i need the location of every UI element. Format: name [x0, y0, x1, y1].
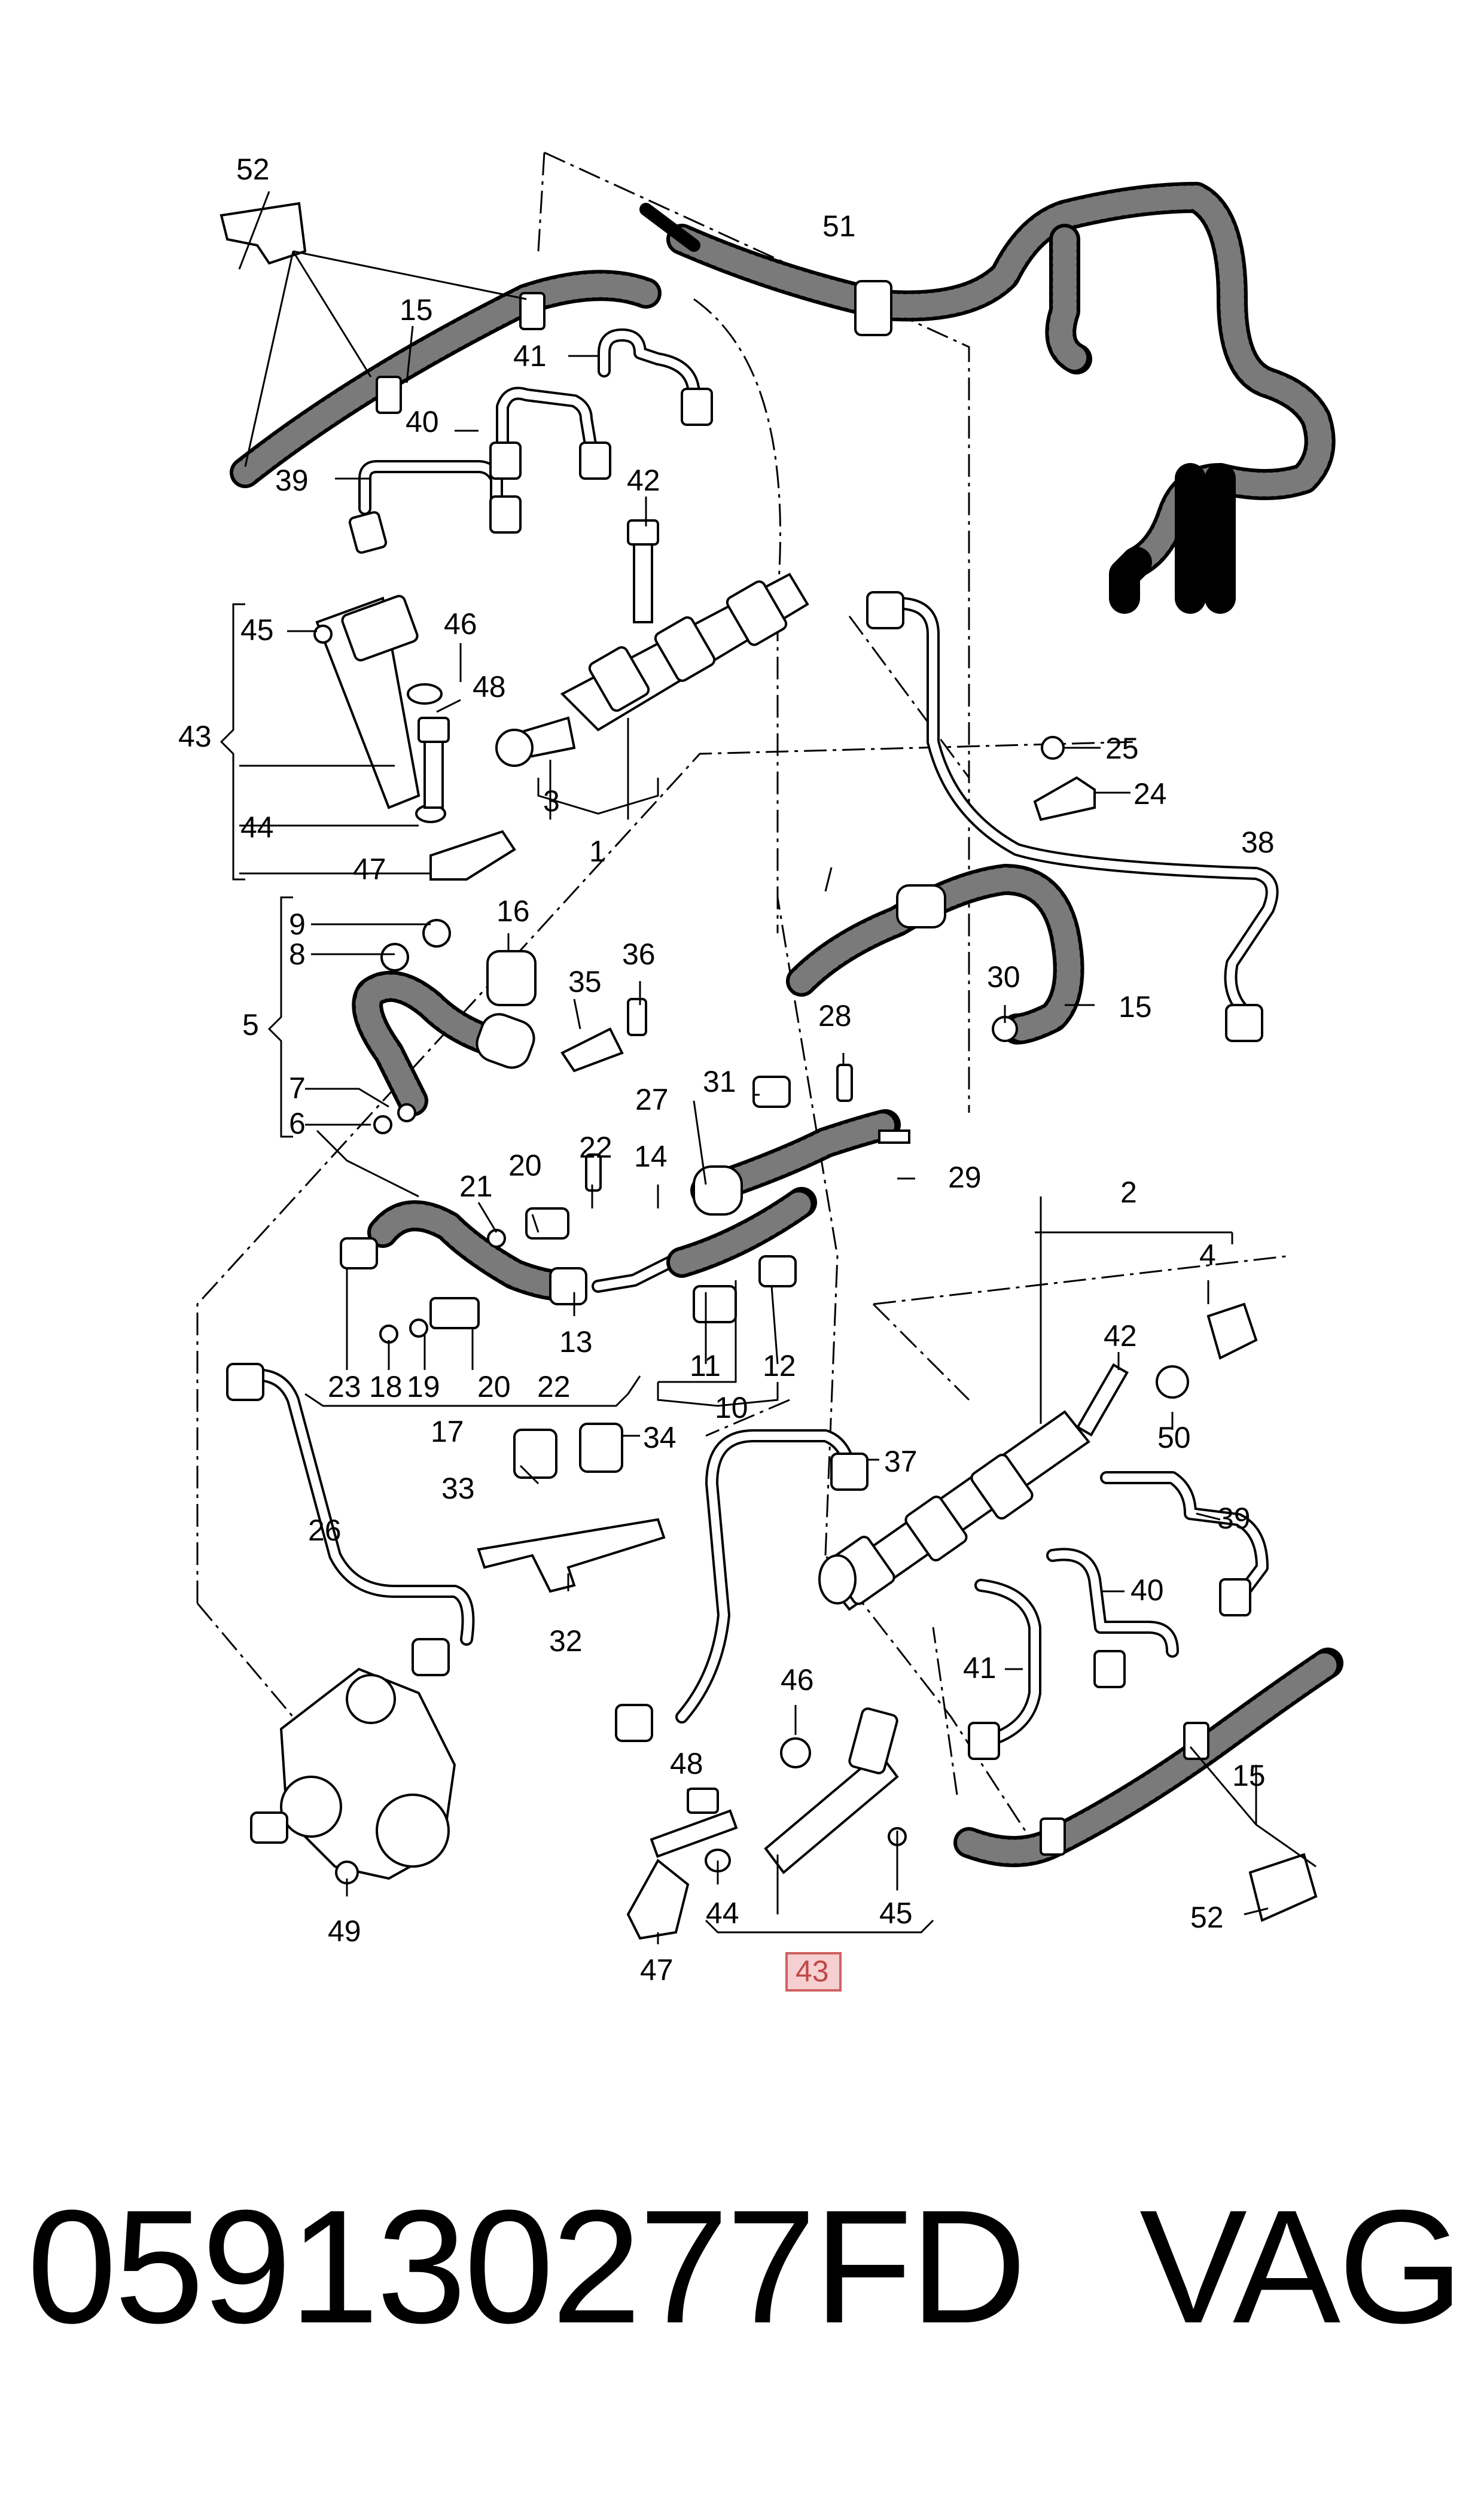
callout-28: 28: [818, 999, 852, 1033]
callout-21: 21: [459, 1170, 493, 1203]
callout-50: 50: [1157, 1421, 1191, 1454]
callout-33: 33: [441, 1472, 475, 1505]
highlighted-callout-box: [785, 1952, 842, 1992]
callout-37: 37: [884, 1445, 918, 1478]
callout-15-top: 15: [400, 293, 433, 327]
callout-49: 49: [328, 1914, 361, 1948]
leakoff-hose-15-top: [230, 270, 662, 488]
brand-text: VAG: [1139, 2177, 1464, 2357]
hose-assembly-10: [666, 1064, 910, 1323]
callout-29: 29: [948, 1161, 982, 1194]
callout-44-top: 44: [240, 811, 274, 844]
callout-9: 9: [289, 908, 306, 941]
callout-31: 31: [703, 1065, 736, 1098]
callout-48-bottom: 48: [670, 1747, 703, 1780]
callout-39-top: 39: [275, 464, 309, 497]
callout-24: 24: [1133, 777, 1167, 811]
callout-22-top: 22: [579, 1131, 613, 1164]
injector-43-top: [313, 595, 516, 881]
callout-46-bottom: 46: [781, 1663, 814, 1697]
bracket-32: [477, 1423, 666, 1593]
callout-44-bottom: 44: [706, 1896, 739, 1930]
callout-48-top: 48: [473, 670, 506, 704]
fuel-rail-2: [818, 1302, 1258, 1611]
hose-assembly-5: [352, 919, 647, 1134]
callout-47-bottom: 47: [640, 1953, 674, 1987]
callout-40-top: 40: [406, 405, 439, 439]
callout-23: 23: [328, 1370, 361, 1403]
callout-38: 38: [1241, 826, 1275, 859]
high-pressure-pump-49: [250, 1667, 456, 1884]
callout-10: 10: [715, 1391, 748, 1424]
callout-51: 51: [822, 209, 856, 243]
callout-45-top: 45: [240, 613, 274, 647]
callout-36: 36: [622, 937, 656, 971]
parts-diagram: 52 15 51 41 40 39 42 45 46 48 43 3 1 44 …: [178, 151, 1343, 1992]
callout-4: 4: [1199, 1238, 1216, 1272]
bolt-42-top: [627, 519, 659, 623]
callout-18: 18: [369, 1370, 403, 1403]
callout-5: 5: [242, 1008, 259, 1042]
callout-34: 34: [643, 1421, 677, 1454]
leakoff-hose-15-mid: [786, 864, 1084, 1045]
leader-lines: [220, 191, 1317, 1944]
leakoff-hose-15-bottom: [953, 1648, 1343, 1922]
callout-43-highlighted: 43: [796, 1954, 829, 1988]
callout-32: 32: [549, 1624, 583, 1658]
callout-43-top: 43: [178, 720, 212, 753]
callout-42-top: 42: [627, 464, 660, 497]
callout-16: 16: [496, 894, 530, 928]
callout-39-bottom: 39: [1217, 1502, 1251, 1535]
coolant-hose-51: [639, 182, 1336, 614]
callout-20-top: 20: [508, 1149, 542, 1182]
callout-22-bottom: 22: [537, 1370, 571, 1403]
pressure-pipes-top: [348, 328, 713, 554]
hose-assembly-17: [340, 1153, 700, 1344]
pressure-pipes-bottom: [968, 1471, 1269, 1760]
callout-25: 25: [1105, 732, 1139, 765]
callout-14: 14: [634, 1140, 668, 1173]
callout-13: 13: [559, 1325, 593, 1359]
callout-26: 26: [308, 1514, 342, 1547]
callout-15-bottom: 15: [1232, 1759, 1266, 1792]
callout-27: 27: [635, 1083, 669, 1116]
callout-35: 35: [568, 965, 602, 998]
callout-7: 7: [289, 1071, 306, 1105]
pipe-37: [615, 1429, 869, 1742]
part-number-text: 059130277FD: [27, 2177, 1026, 2357]
callout-30: 30: [987, 960, 1020, 994]
pipe-26: [226, 1363, 475, 1676]
callout-52-bottom: 52: [1190, 1901, 1224, 1934]
callout-labels: 52 15 51 41 40 39 42 45 46 48 43 3 1 44 …: [178, 153, 1275, 1992]
callout-19: 19: [407, 1370, 440, 1403]
bracket-24: [1033, 736, 1096, 821]
pipe-38: [866, 591, 1279, 1042]
callout-12: 12: [763, 1349, 796, 1383]
fuel-rail-1: [495, 573, 809, 767]
callout-47-top: 47: [353, 852, 386, 886]
callout-2: 2: [1120, 1176, 1137, 1209]
callout-40-bottom: 40: [1130, 1573, 1164, 1607]
callout-45-bottom: 45: [879, 1896, 913, 1930]
callout-8: 8: [289, 937, 306, 971]
callout-6: 6: [289, 1107, 306, 1140]
callout-20-bottom: 20: [477, 1370, 511, 1403]
callout-11: 11: [690, 1349, 721, 1383]
callout-1: 1: [589, 835, 606, 868]
injector-43-bottom: [626, 1707, 907, 1940]
callout-15-mid: 15: [1119, 990, 1152, 1024]
bracket-52-top: [220, 202, 307, 265]
callout-42-bottom: 42: [1104, 1319, 1137, 1353]
callout-17: 17: [431, 1415, 464, 1448]
callout-3: 3: [543, 784, 560, 818]
callout-41-top: 41: [513, 339, 547, 373]
callout-52-top: 52: [236, 153, 270, 186]
callout-41-bottom: 41: [963, 1651, 997, 1685]
callout-46-top: 46: [444, 607, 477, 641]
